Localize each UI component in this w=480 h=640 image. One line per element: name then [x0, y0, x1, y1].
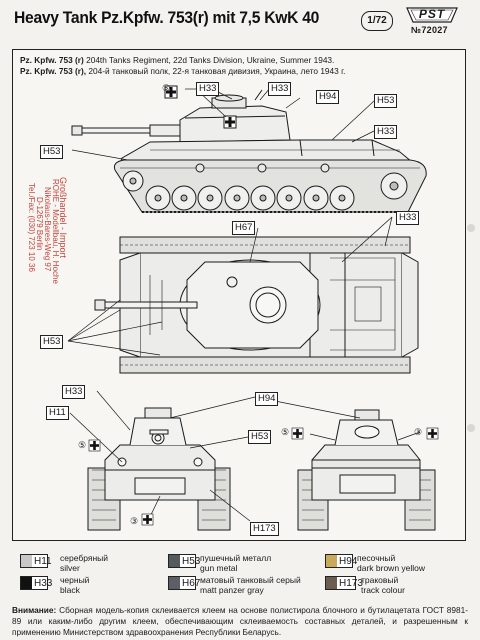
legend-code: H94 [325, 554, 357, 568]
color-swatch [169, 577, 180, 589]
callout-text: H94 [319, 91, 337, 102]
legend-ru: серебряный [60, 553, 108, 563]
legend-ru: траковый [361, 575, 399, 585]
legend-code: H53 [168, 554, 200, 568]
callout-label: H53 [40, 335, 64, 349]
pst-logo: PST [406, 6, 458, 24]
callout-marker: ⑤ [281, 427, 290, 437]
binder-hole [467, 224, 475, 232]
callout-marker: ③ [414, 427, 423, 437]
callout-text: H53 [377, 95, 395, 106]
caption-russian-model: Pz. Kpfw. 753 (r), [20, 66, 87, 76]
caption-english-text: 204th Tanks Regiment, 22d Tanks Division… [83, 55, 335, 65]
binder-hole [467, 424, 475, 432]
scale-badge: 1/72 [361, 11, 393, 31]
warning-label: Внимание: [12, 605, 57, 615]
top-view [94, 236, 419, 374]
color-swatch [21, 555, 32, 567]
caption-english-model: Pz. Kpfw. 753 (r) [20, 55, 84, 65]
legend-code-text: H11 [34, 556, 52, 567]
balkenkreuz-icon [141, 513, 154, 526]
callout-text: H173 [253, 523, 276, 534]
caption-english: Pz. Kpfw. 753 (r) 204th Tanks Regiment, … [20, 55, 334, 65]
legend-code-text: H173 [339, 578, 363, 589]
balkenkreuz-icon [88, 439, 101, 452]
legend-code-text: H33 [34, 578, 53, 589]
callout-label: H173 [250, 522, 279, 536]
callout-text: H33 [271, 83, 289, 94]
legend-code-text: H67 [182, 578, 201, 589]
callout-label: H53 [374, 94, 398, 108]
legend-ru: черный [60, 575, 90, 585]
color-swatch [326, 555, 337, 567]
caption-russian-text: 204-й танковый полк, 22-я танковая дивиз… [86, 66, 346, 76]
side-view [71, 85, 427, 213]
kit-number: №72027 [411, 25, 448, 35]
header: Heavy Tank Pz.Kpfw. 753(r) mit 7,5 KwK 4… [0, 0, 480, 40]
legend-en: black [60, 585, 80, 595]
front-view [87, 407, 231, 531]
callout-label: H11 [46, 406, 69, 420]
callout-marker: ⑤ [162, 83, 171, 93]
callout-text: H53 [43, 146, 61, 157]
callout-label: H53 [40, 145, 64, 159]
warning-note: Внимание: Сборная модель-копия склеивает… [12, 605, 468, 638]
callout-label: H67 [232, 221, 256, 235]
callout-text: H53 [251, 431, 269, 442]
color-swatch [326, 577, 337, 589]
page-title: Heavy Tank Pz.Kpfw. 753(r) mit 7,5 KwK 4… [14, 8, 320, 27]
legend-code: H11 [20, 554, 52, 568]
legend-ru: матовый танковый серый [200, 575, 301, 585]
warning-text: Сборная модель-копия склеивается клеем н… [12, 605, 468, 637]
callout-text: H33 [399, 212, 417, 223]
color-swatch [21, 577, 32, 589]
callout-text: H33 [199, 83, 217, 94]
callout-text: H53 [43, 336, 61, 347]
legend-en: matt panzer gray [200, 585, 264, 595]
paint-legend: H11 серебряный silver H53 пушечный метал… [0, 545, 480, 603]
legend-en: silver [60, 563, 80, 573]
legend-code-text: H53 [182, 556, 201, 567]
callout-marker: ⑤ [78, 440, 87, 450]
callout-text: H11 [49, 407, 66, 418]
callout-label: H33 [268, 82, 292, 96]
callout-label: H94 [316, 90, 340, 104]
callout-label: H33 [62, 385, 86, 399]
callout-label: H33 [396, 211, 420, 225]
color-swatch [169, 555, 180, 567]
legend-code-text: H94 [339, 556, 358, 567]
callout-text: H33 [377, 126, 395, 137]
callout-label: H53 [248, 430, 272, 444]
legend-code: H67 [168, 576, 200, 590]
legend-ru: пушечный металл [200, 553, 272, 563]
legend-code: H33 [20, 576, 52, 590]
legend-en: dark brown yellow [357, 563, 426, 573]
logo-text: PST [418, 7, 446, 21]
balkenkreuz-icon [291, 427, 304, 440]
legend-code: H173 [325, 576, 363, 590]
callout-text: H33 [65, 386, 83, 397]
callout-marker: ③ [130, 516, 139, 526]
caption-russian: Pz. Kpfw. 753 (r), 204-й танковый полк, … [20, 66, 345, 76]
callout-text: H94 [258, 393, 276, 404]
legend-en: track colour [361, 585, 405, 595]
legend-ru: песочный [357, 553, 396, 563]
callout-label: H33 [374, 125, 398, 139]
balkenkreuz-icon [426, 427, 439, 440]
callout-label: H94 [255, 392, 279, 406]
callout-label: H33 [196, 82, 220, 96]
legend-en: gun metal [200, 563, 238, 573]
rear-view [297, 409, 436, 531]
callout-text: H67 [235, 222, 253, 233]
